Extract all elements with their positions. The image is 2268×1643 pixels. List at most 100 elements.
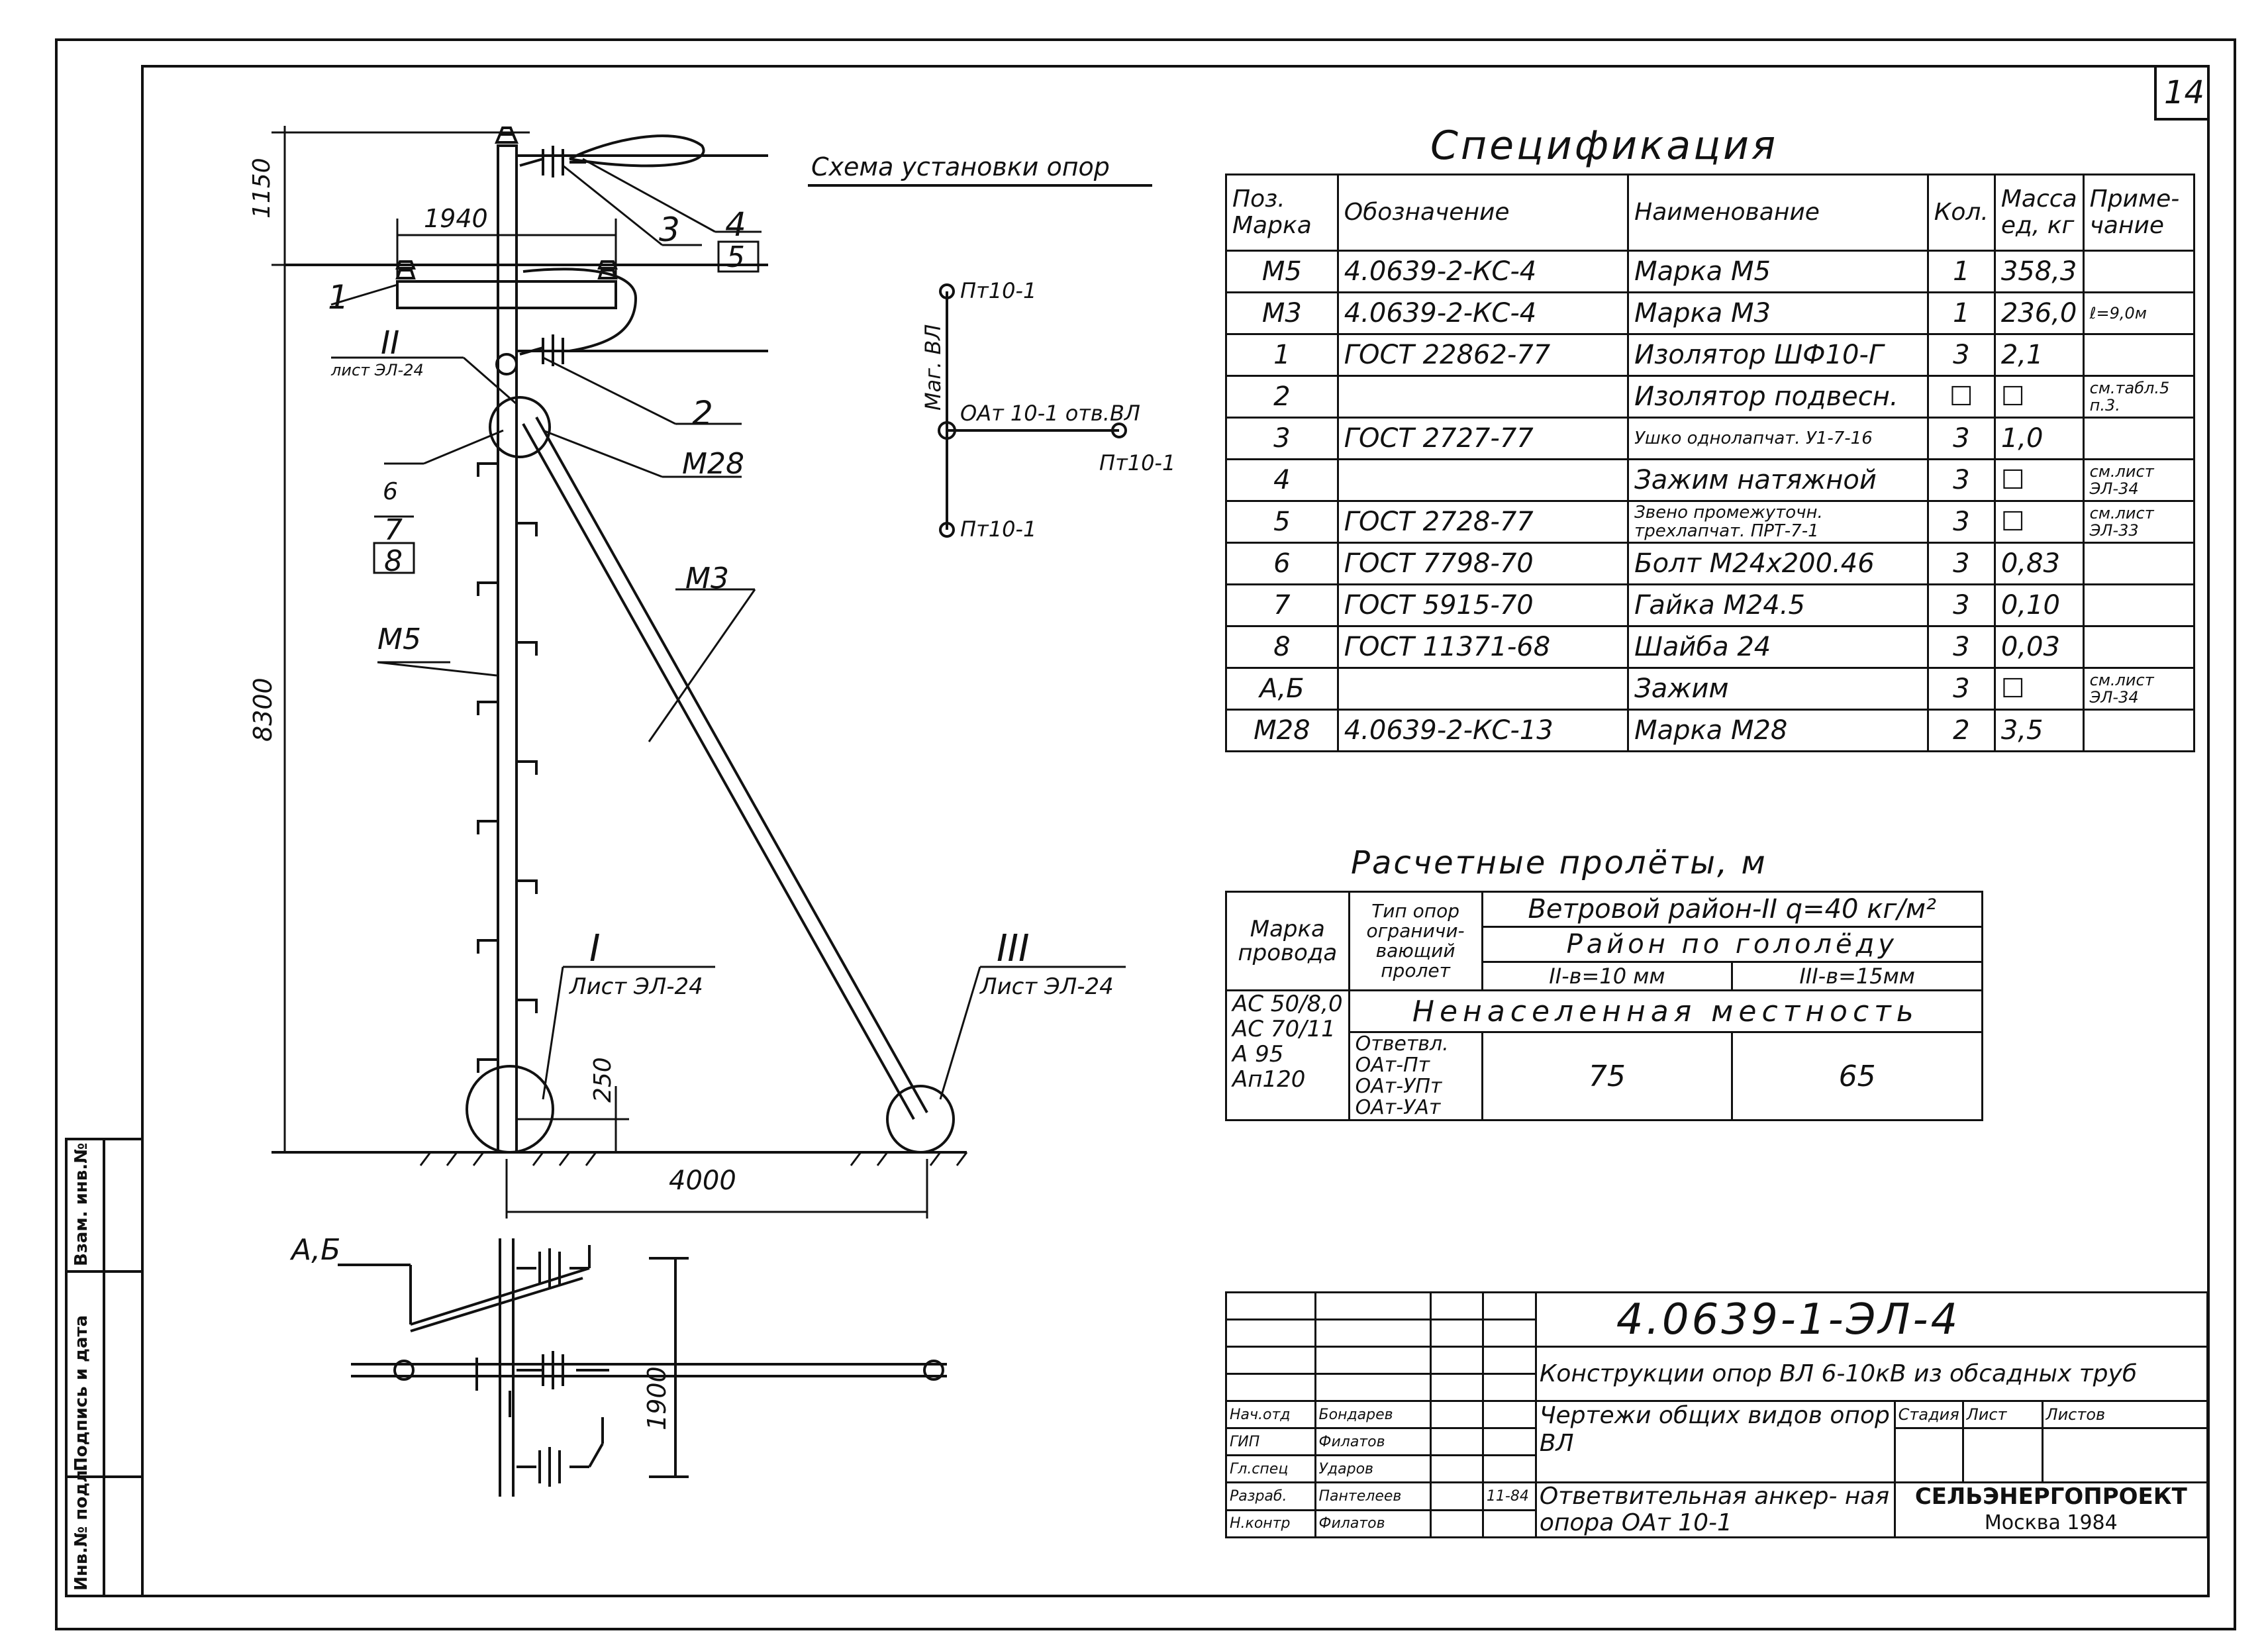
spec-header-5: Приме- чание: [2082, 174, 2196, 252]
spec-cell: Шайба 24: [1627, 625, 1929, 669]
spans-header-ice2: II-в=10 мм: [1481, 961, 1734, 991]
scheme-right: Пт10-1: [1099, 450, 1176, 475]
spec-cell: ☐: [1926, 375, 1996, 419]
spec-cell: см.лист ЭЛ-33: [2082, 500, 2196, 544]
spec-cell: 4.0639-2-КС-13: [1336, 709, 1630, 752]
dim-lower: 1900: [642, 1366, 671, 1430]
spec-cell: 2: [1926, 709, 1996, 752]
spec-cell: 3: [1926, 333, 1996, 377]
label-m28: М28: [682, 447, 744, 481]
spec-cell: 3: [1926, 500, 1996, 544]
type-3: ОАт-УПт: [1355, 1075, 1442, 1098]
name-2: Филатов: [1314, 1427, 1432, 1456]
spec-cell: ГОСТ 2728-77: [1336, 500, 1630, 544]
callout-6: 6: [383, 478, 398, 505]
label-detail-1-sheet: Лист ЭЛ-24: [569, 973, 703, 1000]
pole-main-view: [271, 126, 968, 1166]
spec-cell: 0,03: [1993, 625, 2085, 669]
dim-top: 1150: [248, 158, 275, 219]
spec-cell: 5: [1225, 500, 1339, 544]
spec-cell: [2082, 583, 2196, 627]
spec-cell: Марка М3: [1627, 291, 1929, 335]
spec-cell: ГОСТ 11371-68: [1336, 625, 1630, 669]
spec-cell: 1,0: [1993, 417, 2085, 460]
scheme-diagram: [808, 184, 1152, 538]
spans-header-type: Тип опор ограничи- вающий пролет: [1348, 891, 1483, 991]
spans-table: Марка провода Тип опор ограничи- вающий …: [1225, 891, 1984, 1121]
span-value-iii: 65: [1731, 1031, 1983, 1121]
spec-cell: [1336, 667, 1630, 711]
type-2: ОАт-Пт: [1355, 1054, 1430, 1077]
sheet-number-box: [2154, 65, 2210, 121]
name-1: Бондарев: [1314, 1400, 1432, 1429]
col-sheets: Листов: [2041, 1400, 2209, 1429]
title-org: СЕЛЬЭНЕРГОПРОЕКТ Москва 1984: [1893, 1481, 2209, 1538]
spec-cell: ☐: [1993, 500, 2085, 544]
dimension-lines: [271, 126, 928, 1219]
spec-cell: 3: [1926, 667, 1996, 711]
callout-1: 1: [328, 278, 349, 317]
spec-cell: 2: [1225, 375, 1339, 419]
side-stamp-3: Взам. инв.№: [72, 1142, 91, 1266]
label-ab: А,Б: [291, 1233, 341, 1267]
spec-cell: [2082, 417, 2196, 460]
spec-cell: 236,0: [1993, 291, 2085, 335]
label-detail-2-sheet: лист ЭЛ-24: [331, 361, 424, 379]
callout-5: 5: [726, 240, 745, 274]
spec-header-4: Масса ед, кг: [1993, 174, 2085, 252]
spec-cell: [2082, 250, 2196, 293]
spec-cell: 3,5: [1993, 709, 2085, 752]
name-5: Филатов: [1314, 1509, 1432, 1538]
spec-cell: 8: [1225, 625, 1339, 669]
spans-header-ice3: III-в=15мм: [1731, 961, 1983, 991]
callout-7: 7: [384, 513, 403, 547]
spec-header-3: Кол.: [1926, 174, 1996, 252]
wire-1: АС 50/8,0: [1232, 991, 1343, 1017]
title-drawing: Чертежи общих видов опор ВЛ: [1534, 1400, 1896, 1483]
spec-cell: Ушко однолапчат. У1-7-16: [1627, 417, 1929, 460]
scheme-top: Пт10-1: [960, 278, 1037, 303]
spans-header-ice: Район по гололёду: [1481, 926, 1984, 963]
leader-lines: [330, 158, 1126, 1100]
spec-cell: [1336, 458, 1630, 502]
pole-plan-view: [338, 1238, 947, 1497]
spec-cell: см.лист ЭЛ-34: [2082, 667, 2196, 711]
spec-cell: 6: [1225, 542, 1339, 585]
title-date: 11-84: [1481, 1481, 1537, 1511]
spec-cell: Звено промежуточн. трехлапчат. ПРТ-7-1: [1627, 500, 1929, 544]
spec-cell: ☐: [1993, 667, 2085, 711]
spec-cell: М28: [1225, 709, 1339, 752]
spec-header-2: Наименование: [1627, 174, 1929, 252]
role-5: Н.контр: [1225, 1509, 1316, 1538]
spec-cell: [2082, 542, 2196, 585]
spec-cell: ГОСТ 5915-70: [1336, 583, 1630, 627]
scheme-bottom: Пт10-1: [960, 517, 1037, 542]
scheme-line-label: Маг. ВЛ: [920, 324, 946, 411]
spec-cell: см.табл.5 п.3.: [2082, 375, 2196, 419]
spec-cell: [2082, 333, 2196, 377]
col-stage: Стадия: [1893, 1400, 1964, 1429]
spec-cell: 3: [1926, 583, 1996, 627]
label-detail-3: III: [997, 927, 1030, 970]
org-city: Москва 1984: [1984, 1511, 2118, 1534]
spec-cell: см.лист ЭЛ-34: [2082, 458, 2196, 502]
spec-cell: Зажим: [1627, 667, 1929, 711]
spans-header-wind: Ветровой район-II q=40 кг/м²: [1481, 891, 1984, 928]
title-project: Конструкции опор ВЛ 6-10кВ из обсадных т…: [1534, 1346, 2209, 1402]
spans-types: Ответвл. ОАт-Пт ОАт-УПт ОАт-УАт: [1348, 1031, 1483, 1121]
spec-cell: ☐: [1993, 375, 2085, 419]
dim-crossarm: 1940: [424, 204, 488, 233]
spec-cell: Зажим натяжной: [1627, 458, 1929, 502]
spec-cell: А,Б: [1225, 667, 1339, 711]
spec-cell: Болт М24х200.46: [1627, 542, 1929, 585]
spec-cell: ГОСТ 22862-77: [1336, 333, 1630, 377]
spans-area: Ненаселенная местность: [1348, 989, 1984, 1033]
outer-frame: [55, 38, 2236, 1630]
